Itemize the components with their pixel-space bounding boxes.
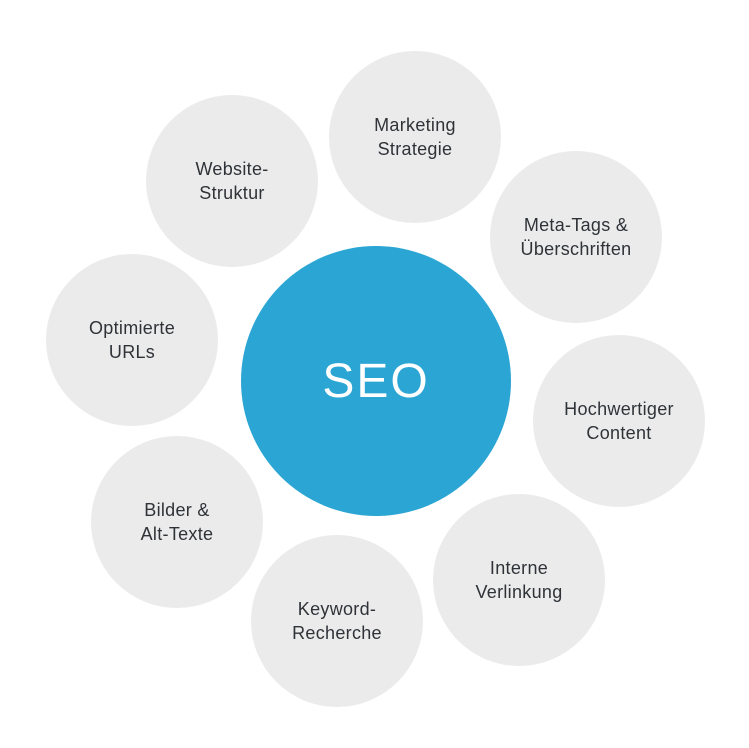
node-label: Recherche — [292, 623, 382, 643]
node-label: Struktur — [199, 183, 265, 203]
node-label: URLs — [108, 342, 156, 362]
node-label: Marketing — [374, 115, 456, 135]
node-label: Optimierte — [88, 318, 176, 338]
center-label: SEO — [322, 354, 430, 408]
node-label: Strategie — [377, 139, 453, 159]
node-label: Verlinkung — [475, 582, 563, 602]
node-label: Website- — [195, 159, 269, 179]
node-label: Interne — [489, 558, 549, 578]
node-keyword-recherche: Keyword- Recherche — [251, 535, 423, 707]
node-website-struktur: Website- Struktur — [146, 95, 318, 267]
node-label: Keyword- — [297, 599, 377, 619]
node-meta-tags: Meta-Tags & Überschriften — [490, 151, 662, 323]
node-label: Meta-Tags & — [523, 215, 629, 235]
seo-center-circle: SEO — [241, 246, 511, 516]
node-label: Bilder & — [144, 500, 210, 520]
node-label: Überschriften — [520, 239, 632, 259]
node-label: Hochwertiger — [564, 399, 674, 419]
node-label: Alt-Texte — [140, 524, 214, 544]
node-label: Content — [586, 423, 652, 443]
node-bilder-alt-texte: Bilder & Alt-Texte — [91, 436, 263, 608]
